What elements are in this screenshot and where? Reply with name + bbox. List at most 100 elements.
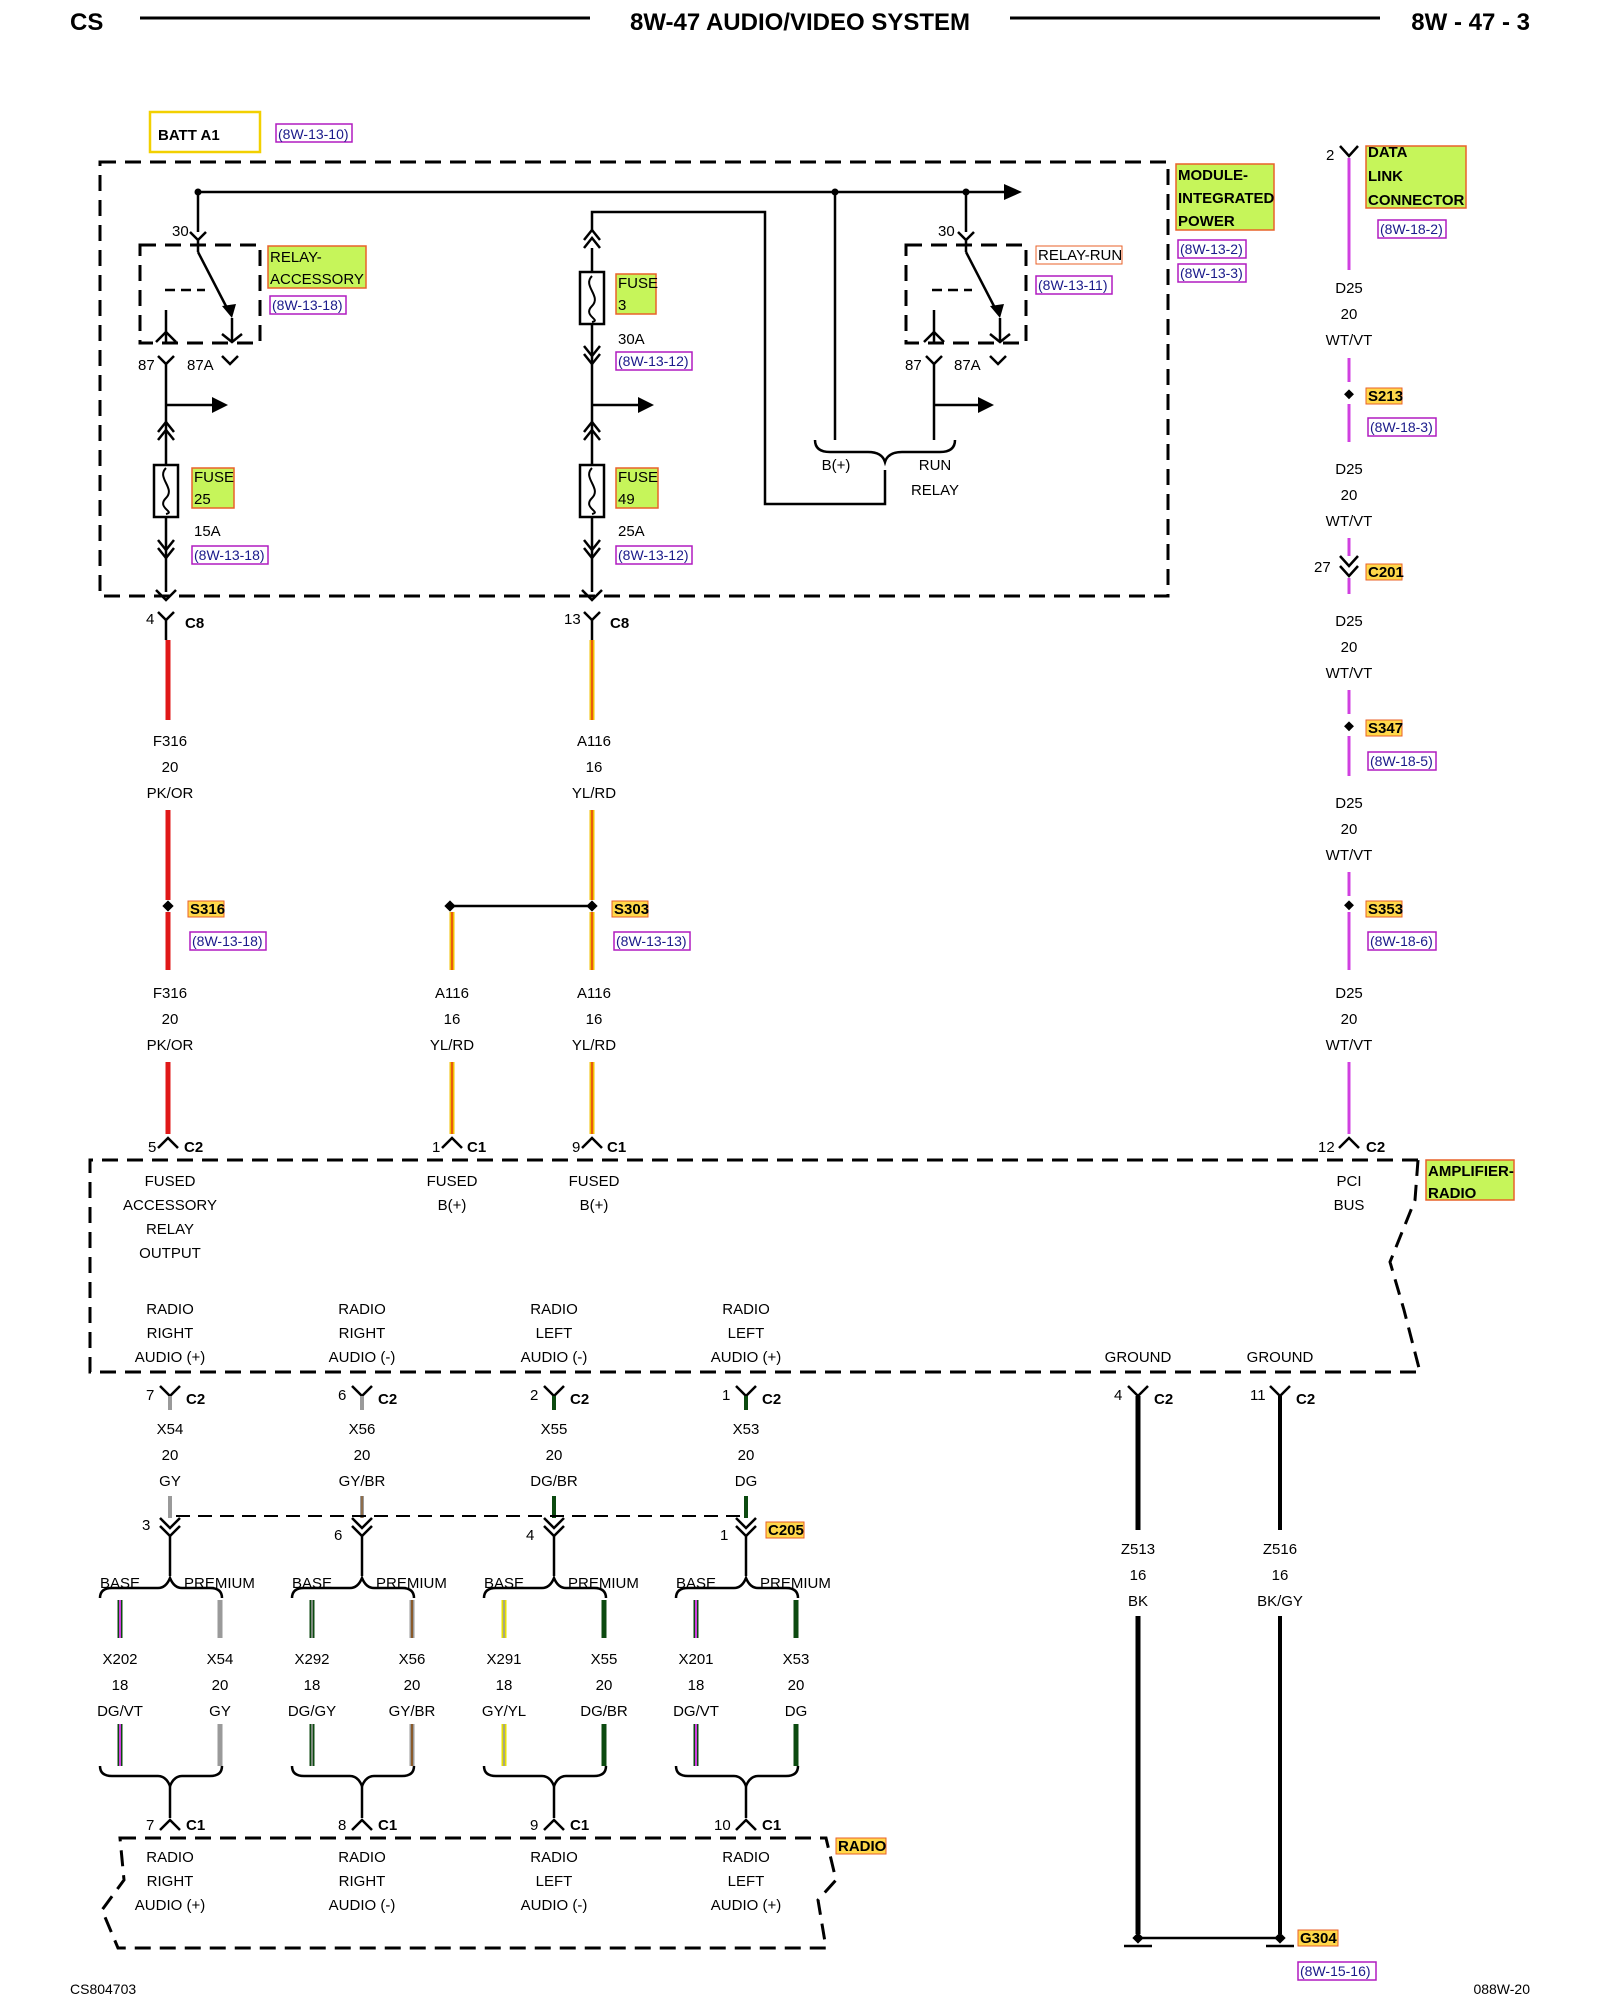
s316-ref: (8W-13-18) <box>192 933 263 949</box>
radio-t4-3: AUDIO (+) <box>711 1897 781 1914</box>
module-label-1: MODULE- <box>1178 167 1248 184</box>
c8-left-name: C8 <box>185 615 204 632</box>
radio-t2-3: AUDIO (-) <box>329 1897 396 1914</box>
module-label-3: POWER <box>1178 213 1235 230</box>
b4-base-gauge: 18 <box>688 1677 705 1694</box>
amp-pin1-t1: FUSED <box>427 1173 478 1190</box>
radio-pin9: 9 <box>530 1817 538 1834</box>
batt-ref: (8W-13-10) <box>278 126 349 142</box>
radio-pins: 7 C1 8 C1 9 C1 10 C1 <box>146 1786 781 1834</box>
radio-pin9-conn: C1 <box>570 1817 589 1834</box>
out3-t3: AUDIO (-) <box>521 1349 588 1366</box>
out2-pin: 6 <box>338 1387 346 1404</box>
out4-t2: LEFT <box>728 1325 765 1342</box>
b1-premium: PREMIUM <box>184 1575 255 1592</box>
f316-gauge: 20 <box>162 759 179 776</box>
gnd1-pin: 4 <box>1114 1387 1122 1404</box>
c8-left-pin: 4 <box>146 611 154 628</box>
d25-circuit-1: D25 <box>1335 280 1363 297</box>
g304-ref: (8W-15-16) <box>1300 1963 1371 1979</box>
run-note: RUN <box>919 457 952 474</box>
amp-pin9-num: 9 <box>572 1139 580 1156</box>
f316-circuit: F316 <box>153 733 187 750</box>
f316-color: PK/OR <box>147 785 194 802</box>
a116-right-circuit: A116 <box>577 985 611 1002</box>
amp-pin5-t3: RELAY <box>146 1221 194 1238</box>
z513-color: BK <box>1128 1593 1148 1610</box>
d25-color-4: WT/VT <box>1326 847 1373 864</box>
a116-right-color: YL/RD <box>572 1037 616 1054</box>
fuse25-label-2: 25 <box>194 491 211 508</box>
relay-acc-label-2: ACCESSORY <box>270 271 364 288</box>
s303-ref: (8W-13-13) <box>616 933 687 949</box>
dlc-label-1: DATA <box>1368 144 1408 161</box>
z516-color: BK/GY <box>1257 1593 1303 1610</box>
output-wires: X54 20 GY X56 20 GY/BR X55 20 DG/BR X53 … <box>142 1396 805 1576</box>
d25-gauge-3: 20 <box>1341 639 1358 656</box>
x56-color: GY/BR <box>339 1473 386 1490</box>
d25-circuit-5: D25 <box>1335 985 1363 1002</box>
relay-acc-pin-87a: 87A <box>187 357 214 374</box>
option-branches: BASE PREMIUM X202 18 DG/VT X54 20 GY BAS… <box>97 1574 831 1790</box>
d25-circuit-3: D25 <box>1335 613 1363 630</box>
bplus-note: B(+) <box>822 457 851 474</box>
b4-base: BASE <box>676 1575 716 1592</box>
amp-label-2: RADIO <box>1428 1185 1477 1202</box>
x53-color: DG <box>735 1473 758 1490</box>
b2-base-gauge: 18 <box>304 1677 321 1694</box>
z516-gauge: 16 <box>1272 1567 1289 1584</box>
batt-label: BATT A1 <box>158 127 220 144</box>
relay-accessory: 30 87 87A RELAY- ACCESSORY (8W-13-18) <box>138 223 367 374</box>
relay-run-pin-30: 30 <box>938 223 955 240</box>
c201-pin: 27 <box>1314 559 1331 576</box>
amp-pin9-t1: FUSED <box>569 1173 620 1190</box>
z516-circuit: Z516 <box>1263 1541 1297 1558</box>
header-left: CS <box>70 9 103 36</box>
amp-label-1: AMPLIFIER- <box>1428 1163 1514 1180</box>
footer-left: CS804703 <box>70 1981 136 1997</box>
out2-conn: C2 <box>378 1391 397 1408</box>
d25-gauge-1: 20 <box>1341 306 1358 323</box>
b2-premium: PREMIUM <box>376 1575 447 1592</box>
amp-pin1-t2: B(+) <box>438 1197 467 1214</box>
b2-base: BASE <box>292 1575 332 1592</box>
out4-pin: 1 <box>722 1387 730 1404</box>
out1-conn: C2 <box>186 1391 205 1408</box>
c201-label: C201 <box>1368 564 1404 581</box>
amp-pin1-conn: C1 <box>467 1139 486 1156</box>
relay-acc-ref: (8W-13-18) <box>272 297 343 313</box>
c205-pin-6: 6 <box>334 1527 342 1544</box>
amp-input-pin-9: 9 C1 FUSED B(+) <box>569 1136 626 1214</box>
fuse3-ref: (8W-13-12) <box>618 353 689 369</box>
x56-circuit: X56 <box>349 1421 376 1438</box>
ground2-text: GROUND <box>1247 1349 1314 1366</box>
f316b-circuit: F316 <box>153 985 187 1002</box>
fuse3-label-1: FUSE <box>618 275 658 292</box>
g304-label: G304 <box>1300 1930 1337 1947</box>
module-integrated-power-box <box>98 160 1170 598</box>
a116-color: YL/RD <box>572 785 616 802</box>
out4-t1: RADIO <box>722 1301 770 1318</box>
a116-circuit: A116 <box>577 733 611 750</box>
amplifier-radio-box <box>88 1158 1422 1374</box>
amp-pin12-t2: BUS <box>1334 1197 1365 1214</box>
fuse25-ref: (8W-13-18) <box>194 547 265 563</box>
relay-run-ref: (8W-13-11) <box>1038 277 1108 293</box>
s213-label: S213 <box>1368 388 1403 405</box>
relay-note: RELAY <box>911 482 959 499</box>
radio-pin7: 7 <box>146 1817 154 1834</box>
radio-t3-1: RADIO <box>530 1849 578 1866</box>
b2-base-circuit: X292 <box>294 1651 329 1668</box>
b4-base-circuit: X201 <box>678 1651 713 1668</box>
b1-prem-gauge: 20 <box>212 1677 229 1694</box>
fuse49-label-2: 49 <box>618 491 635 508</box>
amp-input-pin-12: 12 C2 PCI BUS <box>1318 1136 1385 1214</box>
a116-left-gauge: 16 <box>444 1011 461 1028</box>
relay-acc-pin-87: 87 <box>138 357 155 374</box>
fuse25-amps: 15A <box>194 523 221 540</box>
z513-gauge: 16 <box>1130 1567 1147 1584</box>
b2-prem-color: GY/BR <box>389 1703 436 1720</box>
radio-t1-3: AUDIO (+) <box>135 1897 205 1914</box>
radio-t2-1: RADIO <box>338 1849 386 1866</box>
